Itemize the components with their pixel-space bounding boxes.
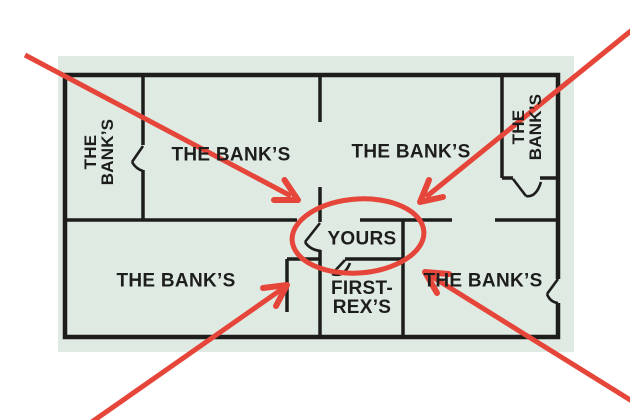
arrowhead-icon bbox=[260, 282, 290, 309]
room-label-left-wing: THE BANK’S bbox=[81, 118, 117, 186]
room-label-right-wing: THE BANK’S bbox=[509, 93, 545, 161]
arrowhead-icon bbox=[417, 177, 446, 205]
arrow-bottom-left bbox=[90, 282, 290, 420]
arrow-bottom-right bbox=[422, 269, 630, 403]
arrowhead-icon bbox=[271, 177, 301, 203]
room-label-bottom-left: THE BANK’S bbox=[116, 270, 236, 292]
arrowhead-icon bbox=[422, 269, 452, 296]
door-front-entry bbox=[545, 278, 560, 305]
door-yours-west bbox=[303, 222, 322, 253]
room-label-top-left: THE BANK’S bbox=[171, 144, 291, 166]
room-label-bottom-right: THE BANK’S bbox=[423, 270, 543, 292]
room-label-yours: YOURS bbox=[327, 228, 397, 250]
arrow-top-left bbox=[23, 52, 301, 203]
room-label-top-right: THE BANK’S bbox=[351, 141, 471, 163]
red-annotations bbox=[23, 28, 630, 420]
yours-circle-annotation bbox=[289, 196, 427, 276]
door-left-wing bbox=[130, 145, 145, 173]
arrow-top-right bbox=[417, 28, 630, 205]
outer-wall bbox=[62, 72, 561, 340]
door-right-wing bbox=[511, 178, 543, 198]
room-label-first-rex: FIRST- REX’S bbox=[331, 278, 393, 318]
